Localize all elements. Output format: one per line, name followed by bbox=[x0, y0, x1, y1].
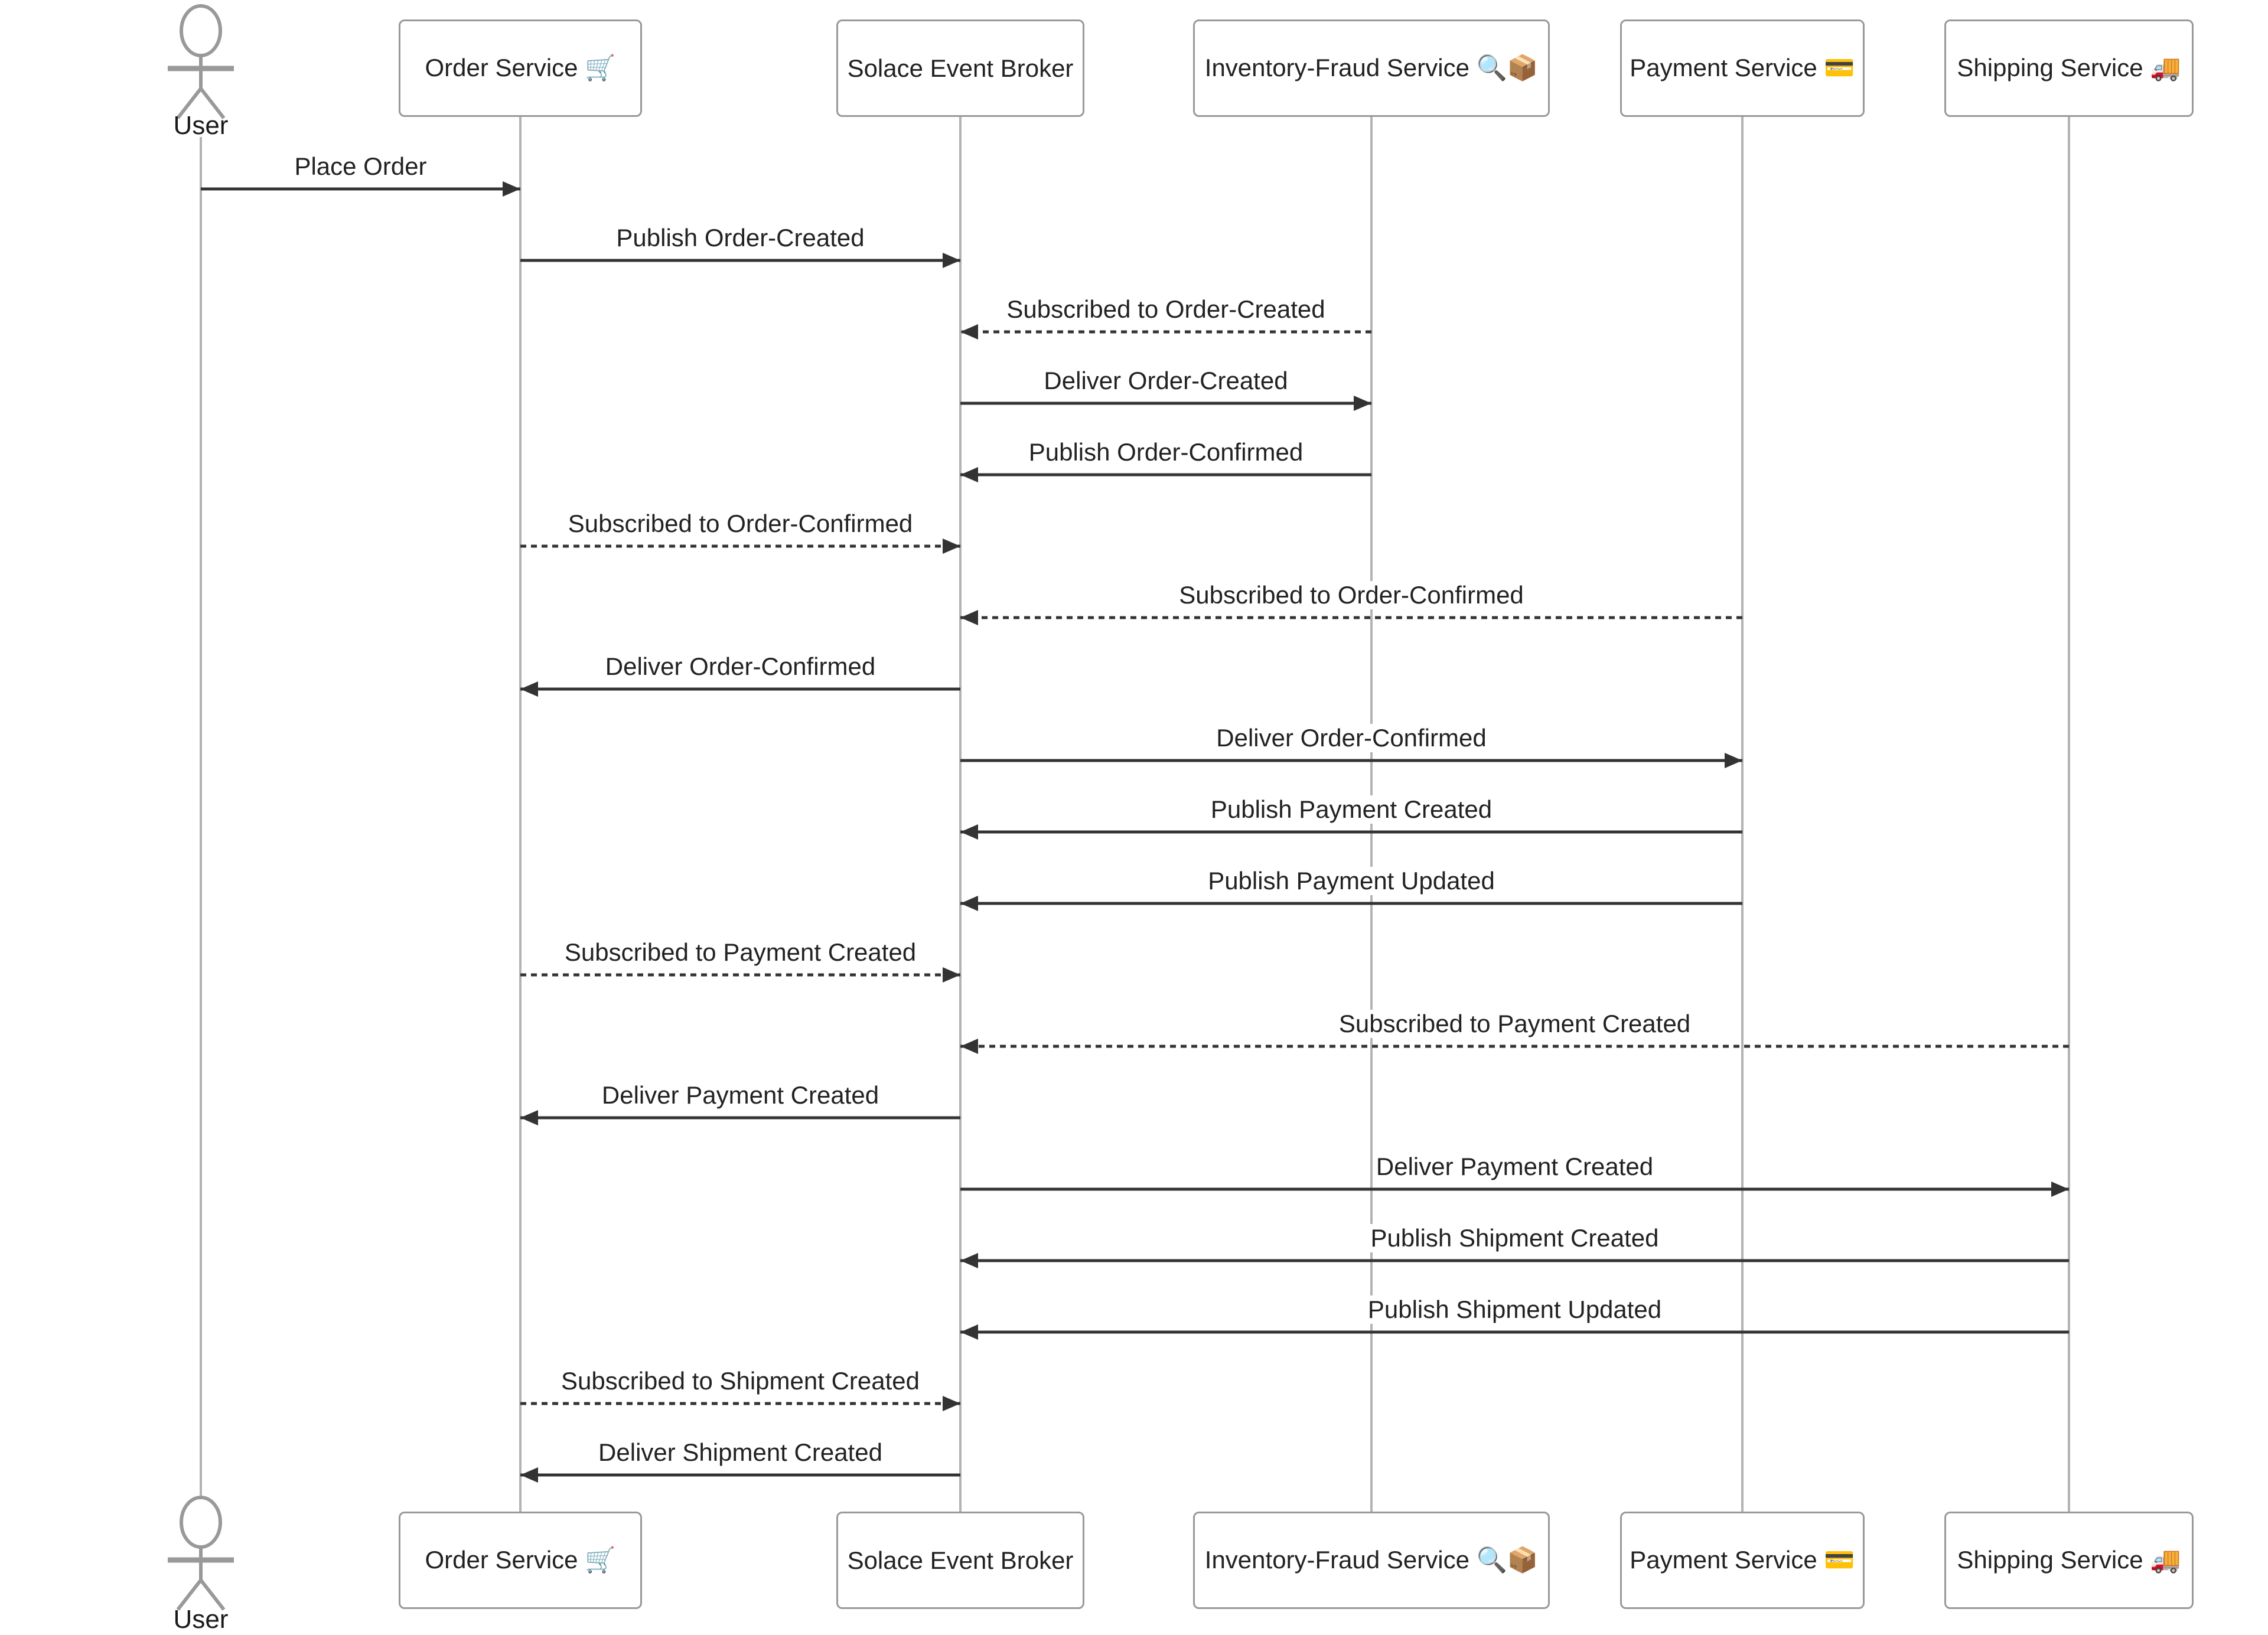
message-label-9: Publish Payment Created bbox=[1207, 795, 1496, 824]
participant-box-broker-top: Solace Event Broker bbox=[836, 19, 1084, 117]
actor-figure-user-bottom bbox=[168, 1496, 234, 1611]
message-label-2: Subscribed to Order-Created bbox=[1003, 295, 1329, 324]
message-label-13: Deliver Payment Created bbox=[598, 1081, 883, 1109]
message-label-4: Publish Order-Confirmed bbox=[1025, 438, 1307, 466]
message-label-17: Subscribed to Shipment Created bbox=[557, 1367, 924, 1395]
message-label-8: Deliver Order-Confirmed bbox=[1213, 724, 1490, 752]
message-label-10: Publish Payment Updated bbox=[1204, 867, 1498, 895]
message-label-18: Deliver Shipment Created bbox=[595, 1438, 886, 1467]
actor-figure-user-top bbox=[168, 4, 234, 119]
actor-label-user-bottom: User bbox=[173, 1605, 229, 1634]
actor-figures-group bbox=[168, 4, 234, 1611]
actor-label-user-top: User bbox=[173, 111, 229, 140]
message-label-14: Deliver Payment Created bbox=[1372, 1153, 1657, 1181]
message-label-0: Place Order bbox=[291, 152, 431, 181]
participant-box-broker-bottom: Solace Event Broker bbox=[836, 1512, 1084, 1609]
message-label-15: Publish Shipment Created bbox=[1367, 1224, 1663, 1252]
participant-box-inventory-bottom: Inventory-Fraud Service 🔍📦 bbox=[1193, 1512, 1550, 1609]
participant-box-payment-bottom: Payment Service 💳 bbox=[1620, 1512, 1865, 1609]
message-label-12: Subscribed to Payment Created bbox=[1335, 1010, 1695, 1038]
message-label-6: Subscribed to Order-Confirmed bbox=[1175, 581, 1527, 609]
participant-box-inventory-top: Inventory-Fraud Service 🔍📦 bbox=[1193, 19, 1550, 117]
participant-box-order-top: Order Service 🛒 bbox=[399, 19, 642, 117]
message-label-1: Publish Order-Created bbox=[612, 224, 868, 252]
message-arrows-group bbox=[201, 181, 2069, 1483]
message-label-16: Publish Shipment Updated bbox=[1364, 1295, 1666, 1324]
participant-box-order-bottom: Order Service 🛒 bbox=[399, 1512, 642, 1609]
participant-box-payment-top: Payment Service 💳 bbox=[1620, 19, 1865, 117]
message-label-3: Deliver Order-Created bbox=[1040, 367, 1292, 395]
participant-box-shipping-top: Shipping Service 🚚 bbox=[1944, 19, 2194, 117]
message-label-7: Deliver Order-Confirmed bbox=[601, 652, 879, 681]
participant-box-shipping-bottom: Shipping Service 🚚 bbox=[1944, 1512, 2194, 1609]
message-label-11: Subscribed to Payment Created bbox=[561, 938, 920, 967]
message-label-5: Subscribed to Order-Confirmed bbox=[564, 510, 917, 538]
